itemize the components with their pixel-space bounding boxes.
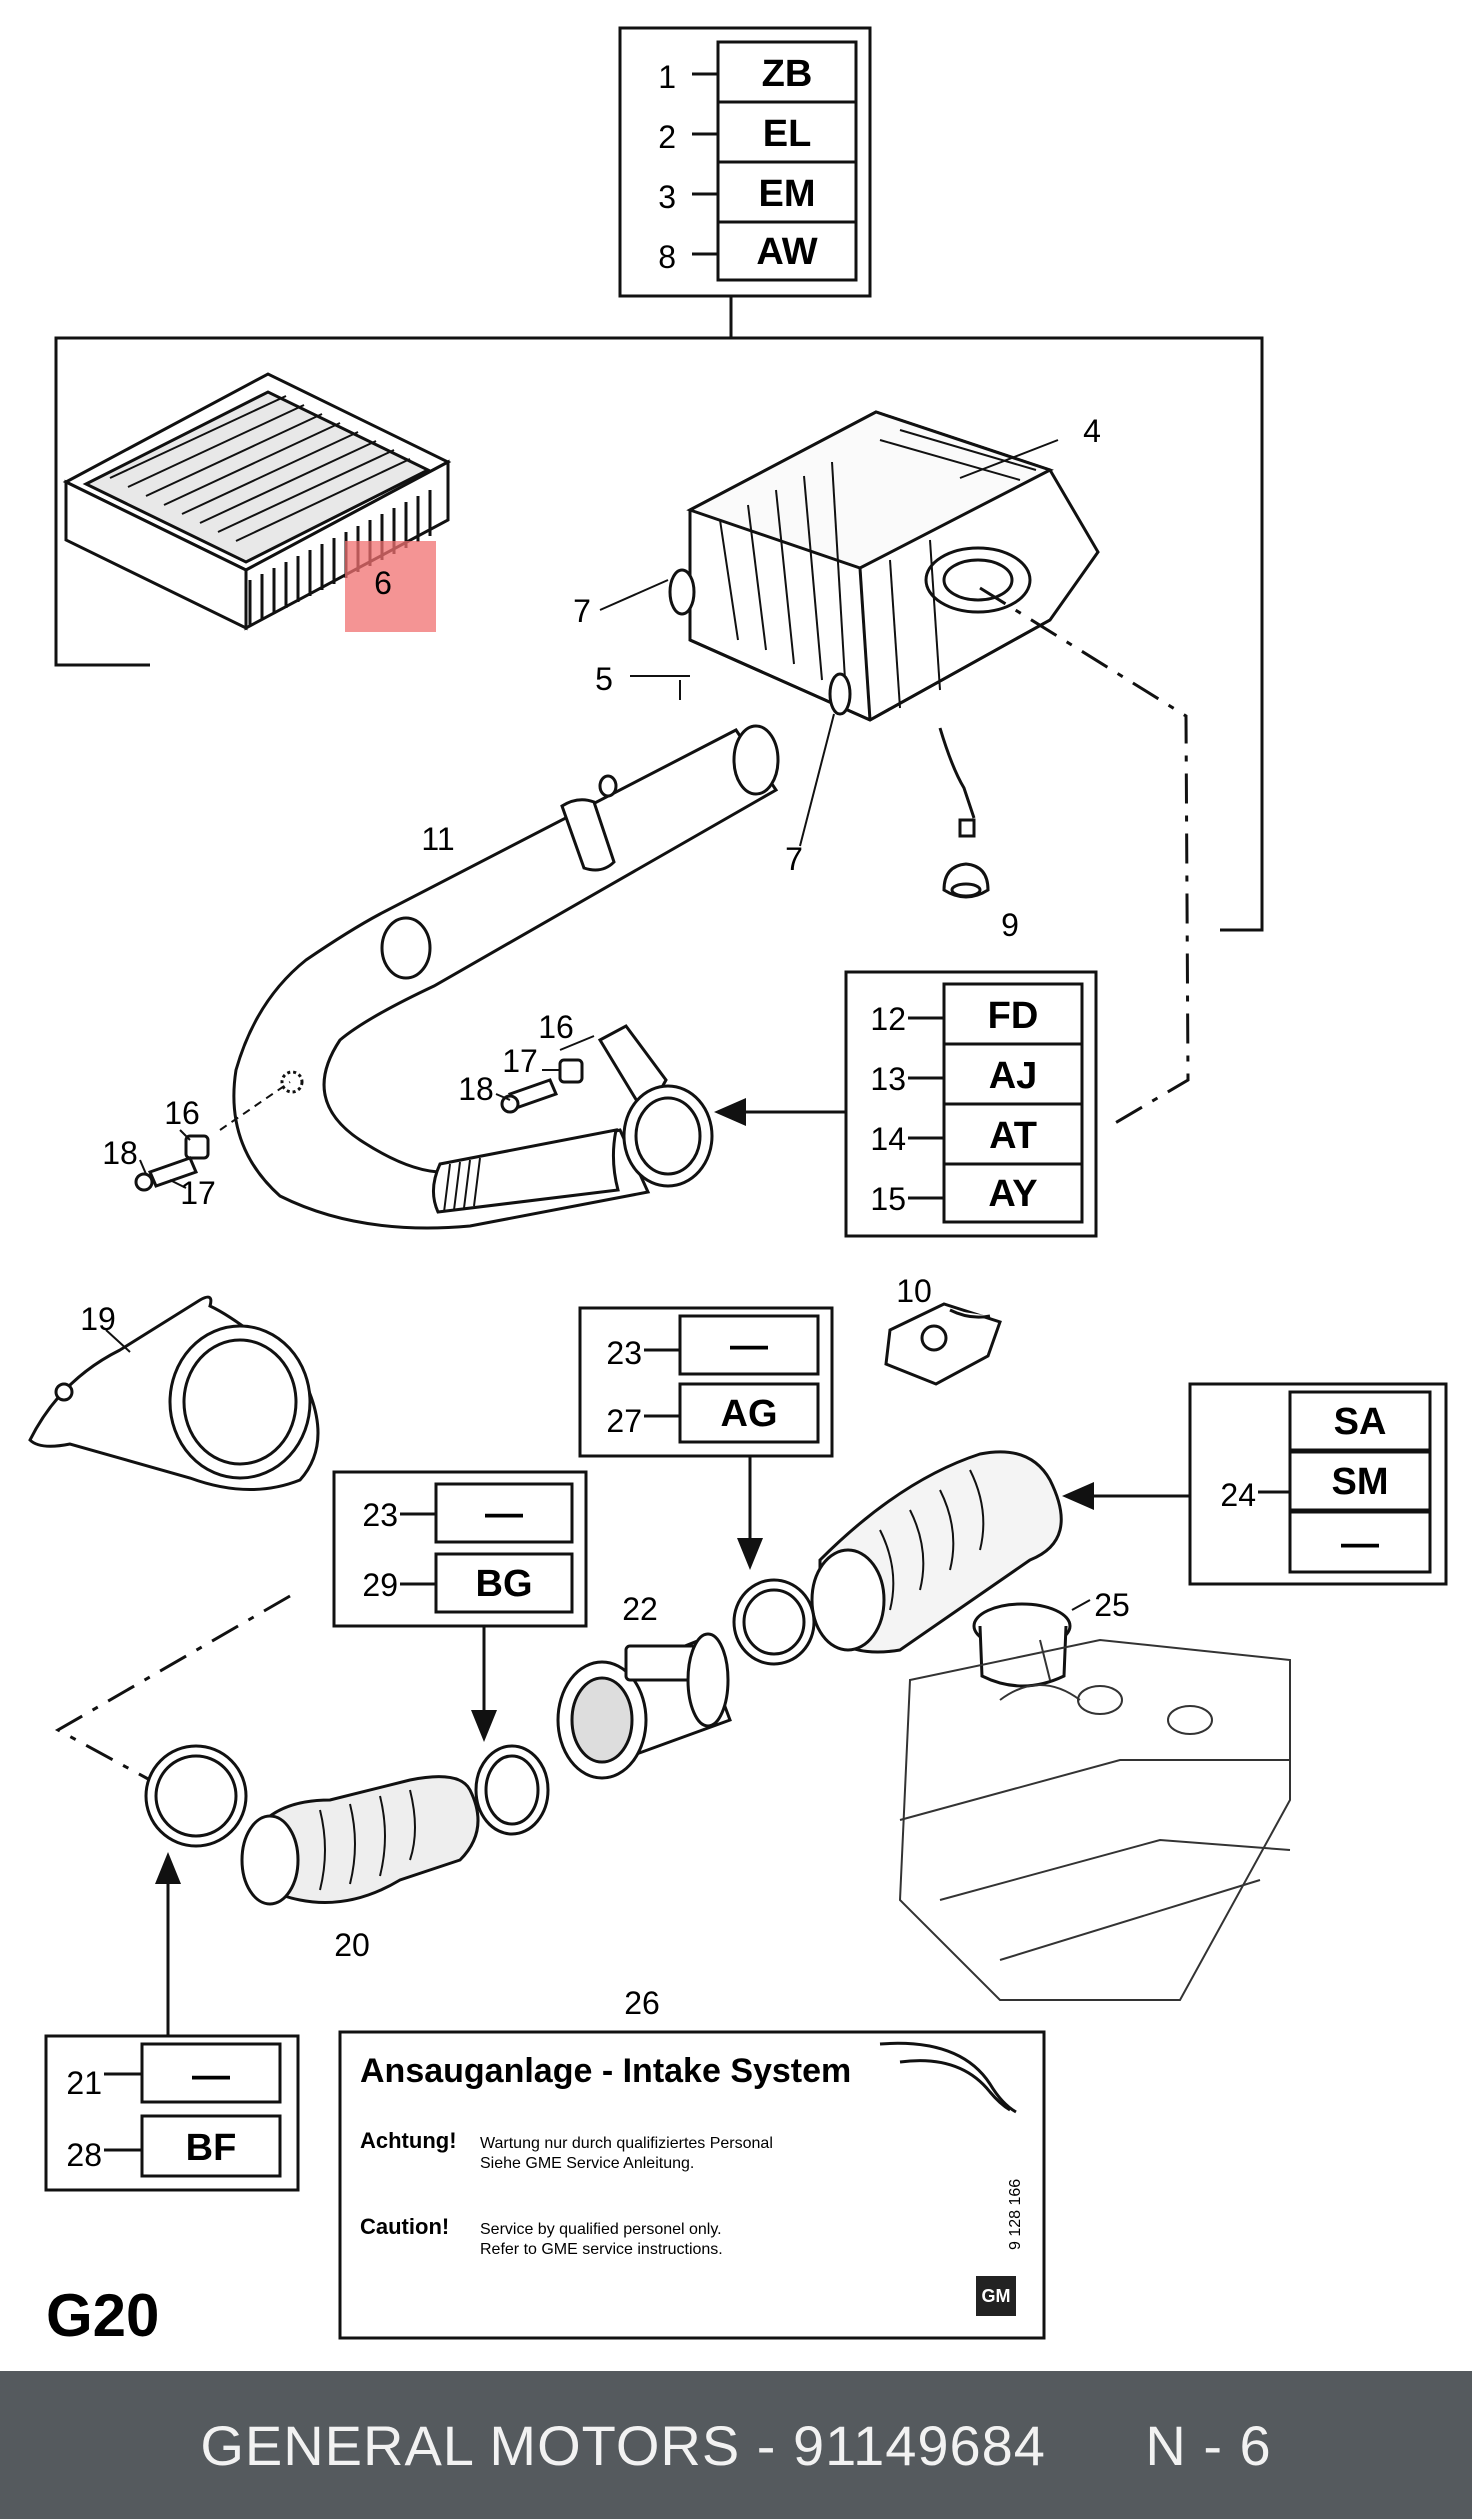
label-achtung-line2: Siehe GME Service Anleitung. — [480, 2155, 694, 2172]
footer-bar: GENERAL MOTORS - 91149684 N - 6 — [0, 2371, 1472, 2519]
box1-row2-num: 2 — [658, 119, 676, 155]
part-10-clip-nut — [884, 1302, 1002, 1386]
exploded-parts-diagram: 1 2 3 8 ZB EL EM AW 6 — [28, 26, 1448, 2349]
air-filter-element — [62, 372, 452, 631]
label-side-number: 9 128 166 — [1007, 2179, 1024, 2250]
box6-row1-code: — — [192, 2055, 230, 2097]
air-cleaner-housing — [668, 410, 1100, 899]
box2-row4-num: 15 — [870, 1181, 906, 1217]
intake-hose-24 — [810, 1450, 1063, 1654]
callout-17-right: 17 — [502, 1043, 538, 1079]
footer-brand: GENERAL MOTORS — [200, 2413, 741, 2477]
part-19-heat-shield — [28, 1295, 320, 1492]
gm-logo-text: GM — [982, 2286, 1011, 2306]
callout-11: 11 — [421, 821, 454, 857]
box6-row2-code: BF — [186, 2127, 237, 2169]
box1-row1-num: 1 — [658, 59, 676, 95]
box2-row2-code: AJ — [989, 1055, 1038, 1097]
group-bracket — [54, 336, 1264, 932]
leader-lines-duct — [139, 1035, 595, 1189]
label-caution-head: Caution! — [360, 2214, 449, 2239]
box6-row2-num: 28 — [66, 2137, 102, 2173]
code-box-duct-variants — [740, 970, 1098, 1238]
callout-17-left: 17 — [180, 1175, 216, 1211]
label-title: Ansauganlage - Intake System — [360, 2052, 851, 2090]
callout-7-upper: 7 — [573, 593, 591, 629]
callout-16-left: 16 — [164, 1095, 200, 1131]
box2-row4-code: AY — [988, 1173, 1037, 1215]
box2-row3-code: AT — [989, 1115, 1037, 1157]
code-box-hose-21-28 — [44, 1880, 300, 2192]
intake-hose-20 — [240, 1775, 480, 1906]
box4-row1-num: 24 — [1220, 1477, 1256, 1513]
box5-row1-code: — — [485, 1493, 523, 1535]
leader-lines-housing — [599, 439, 1059, 847]
callout-10: 10 — [896, 1273, 932, 1309]
footer-separator: - — [740, 2413, 793, 2477]
callout-18-left: 18 — [102, 1135, 138, 1171]
highlight-marker — [345, 541, 436, 632]
code-box-engine-variants — [618, 26, 872, 338]
air-flow-meter-22 — [556, 1632, 732, 1780]
callout-20: 20 — [334, 1927, 370, 1963]
box1-row4-code: AW — [756, 231, 817, 273]
callout-7-lower: 7 — [785, 841, 803, 877]
engine-outline — [898, 1638, 1291, 2001]
callout-5: 5 — [595, 661, 613, 697]
label-caution-line2: Refer to GME service instructions. — [480, 2241, 723, 2258]
arrowhead-box4 — [1062, 1482, 1094, 1510]
box1-row3-code: EM — [759, 173, 816, 215]
box2-row1-code: FD — [988, 995, 1039, 1037]
box3-row1-code: — — [730, 1325, 768, 1367]
label-achtung-head: Achtung! — [360, 2128, 457, 2153]
box5-row2-code: BG — [476, 1563, 533, 1605]
callout-16-right: 16 — [538, 1009, 574, 1045]
box3-row2-code: AG — [721, 1393, 778, 1435]
clamps — [144, 1578, 1072, 1848]
service-label-26 — [338, 2030, 1046, 2340]
callout-6: 6 — [374, 565, 392, 601]
arrowhead-box6 — [155, 1852, 181, 1884]
dashed-connector-lower — [54, 1594, 291, 1782]
code-box-hose-24 — [1090, 1382, 1448, 1586]
box2-row1-num: 12 — [870, 1001, 906, 1037]
intake-duct — [134, 724, 780, 1230]
callout-22: 22 — [622, 1591, 658, 1627]
box3-row1-num: 23 — [606, 1335, 642, 1371]
box1-row3-num: 3 — [658, 179, 676, 215]
leader-lines-lower — [1071, 1599, 1091, 1611]
leader-19 — [105, 1329, 131, 1353]
box3-row2-num: 27 — [606, 1403, 642, 1439]
page-code: G20 — [46, 2282, 159, 2349]
callout-19: 19 — [80, 1301, 116, 1337]
callout-18-right: 18 — [458, 1071, 494, 1107]
box1-row1-code: ZB — [762, 53, 813, 95]
callout-25: 25 — [1094, 1587, 1130, 1623]
label-caution-line1: Service by qualified personel only. — [480, 2221, 722, 2238]
box2-row2-num: 13 — [870, 1061, 906, 1097]
code-box-clamp-23-27 — [578, 1306, 834, 1540]
box1-row4-num: 8 — [658, 239, 676, 275]
callout-9: 9 — [1001, 907, 1019, 943]
box6-row1-num: 21 — [66, 2065, 102, 2101]
footer-page-ref: N - 6 — [1145, 2413, 1272, 2477]
code-box-clamp-23-29 — [332, 1470, 588, 1712]
box4-row2-code: SM — [1332, 1461, 1389, 1503]
arrowhead-box3 — [737, 1538, 763, 1570]
box4-row3-code: — — [1341, 1523, 1379, 1565]
gm-logo-icon — [976, 2276, 1016, 2316]
box5-row1-num: 23 — [362, 1497, 398, 1533]
box2-row3-num: 14 — [870, 1121, 906, 1157]
dashed-connector-upper — [979, 586, 1190, 1128]
box1-row2-code: EL — [763, 113, 812, 155]
box5-row2-num: 29 — [362, 1567, 398, 1603]
arrowhead-box5 — [471, 1710, 497, 1742]
footer-part-number: 91149684 — [792, 2413, 1046, 2477]
callout-4: 4 — [1083, 413, 1101, 449]
box4-row1-code: SA — [1334, 1401, 1387, 1443]
arrowhead-box2 — [714, 1098, 746, 1126]
label-achtung-line1: Wartung nur durch qualifiziertes Persona… — [480, 2135, 773, 2152]
callout-26: 26 — [624, 1985, 660, 2021]
